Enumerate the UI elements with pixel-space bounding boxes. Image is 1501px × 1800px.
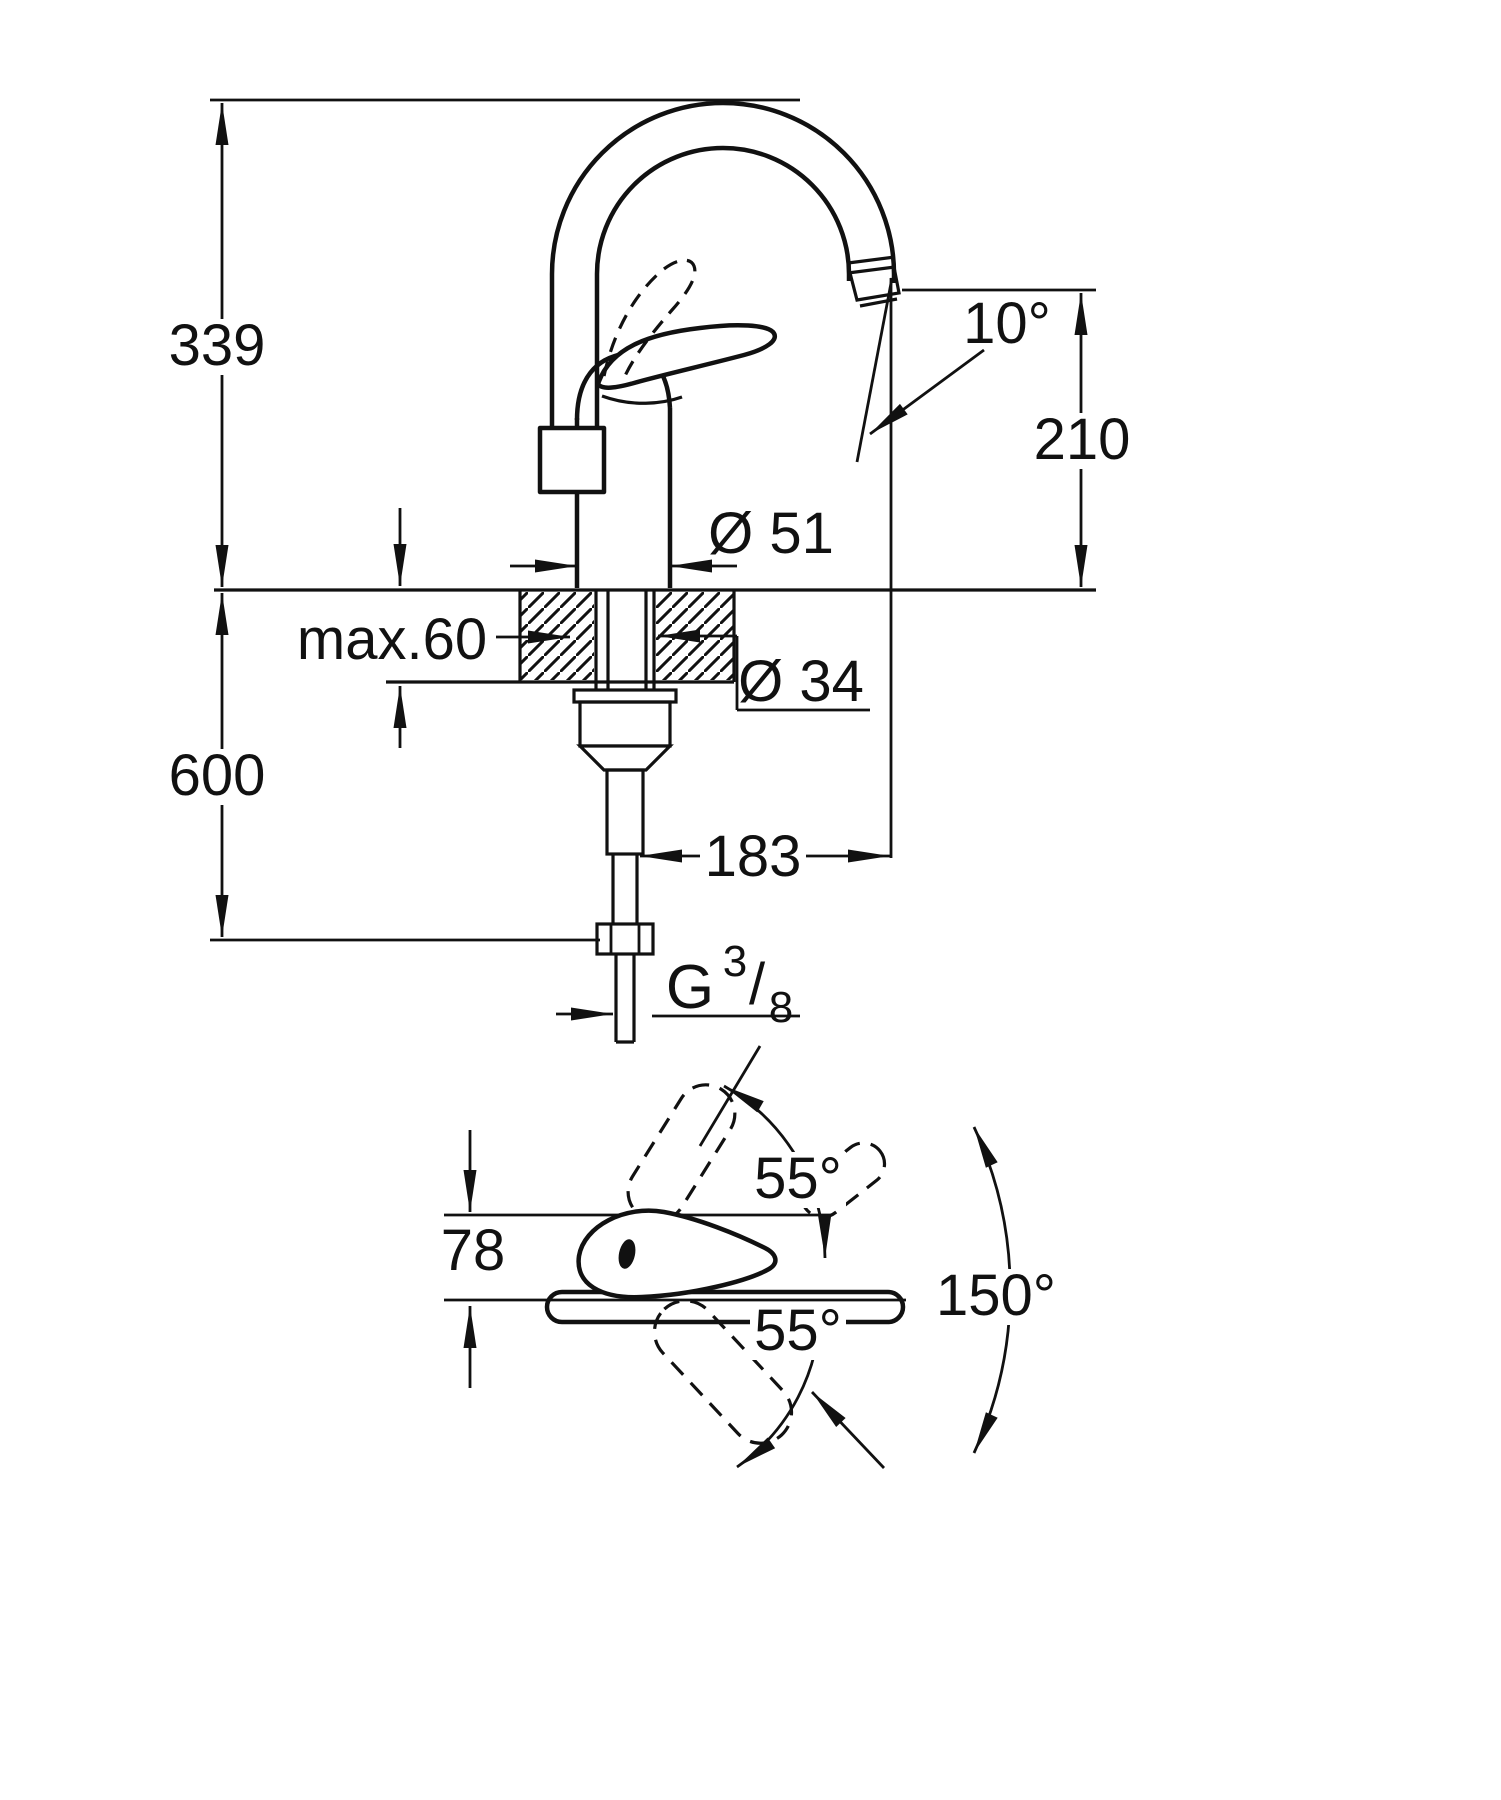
label-bg: [922, 1269, 1070, 1325]
spout-inner: [594, 145, 852, 430]
mounting-nut-taper: [576, 744, 674, 772]
axis-extension-up: [698, 1045, 762, 1147]
handle-phantom-up-large: [626, 1083, 737, 1223]
handle-top-view: [576, 1208, 778, 1300]
dim-handle-width-label: 78: [441, 1218, 506, 1283]
spout-top-view: [544, 1289, 906, 1325]
label-bg: [167, 319, 267, 375]
dim-spout-height-label: 210: [1034, 407, 1131, 472]
thread-denominator: 8: [769, 983, 793, 1032]
ten-degree-line: [855, 277, 894, 463]
dim-body-diameter-label: Ø 51: [708, 501, 834, 566]
top-view: 78 55° 55° 150°: [441, 1045, 1070, 1469]
handle-phantom-up: [602, 258, 697, 379]
mounting-nut-knurl: [578, 700, 672, 748]
label-bg: [750, 1304, 846, 1360]
dimension-spout-tilt: 10°: [869, 291, 1051, 436]
side-view: 339 600 210 10° Ø 51: [167, 98, 1144, 1044]
hose-fitting-detail: [609, 924, 641, 954]
spout-outer: [549, 100, 897, 430]
handle-lever: [595, 323, 777, 390]
dim-spout-tilt-label: 10°: [963, 291, 1051, 356]
dimension-spout-height: 210: [902, 288, 1144, 587]
label-bg: [167, 749, 267, 805]
dim-deck-thickness-label: max.60: [297, 607, 487, 672]
dimension-handle-up: 55°: [698, 1045, 846, 1259]
dim-overall-height-label: 339: [169, 313, 266, 378]
dimension-spout-reach: 183: [640, 824, 890, 889]
label-bg: [1020, 413, 1144, 469]
mounting-flange: [572, 688, 678, 704]
dim-below-deck-label: 600: [169, 743, 266, 808]
dimension-hole-diameter: Ø 34: [658, 629, 870, 714]
dimension-below-deck: 600: [167, 593, 600, 942]
hose-tube: [611, 854, 639, 1044]
leader-lines: [735, 636, 870, 712]
dim-handle-up-label: 55°: [754, 1146, 842, 1211]
dimension-deck-thickness: max.60: [297, 508, 570, 748]
dimension-body-diameter: Ø 51: [510, 501, 834, 573]
dimension-overall-height: 339: [167, 98, 800, 587]
dimension-thread: G 3 / 8: [556, 937, 800, 1032]
dim-swivel-label: 150°: [936, 1263, 1056, 1328]
dim-handle-down-label: 55°: [754, 1298, 842, 1363]
dimension-handle-width: 78: [441, 1130, 506, 1388]
braided-hose: [605, 768, 645, 856]
dimension-handle-down: 55°: [736, 1298, 886, 1469]
handle-slot: [618, 1239, 636, 1269]
thread-g-label: G: [666, 953, 714, 1022]
leader-10deg: [869, 348, 985, 436]
dim-spout-reach-label: 183: [705, 824, 802, 889]
label-bg: [700, 830, 806, 886]
label-bg: [750, 1152, 846, 1208]
shank-tube: [594, 590, 656, 690]
axis-extension-down: [810, 1391, 886, 1469]
thread-numerator: 3: [723, 937, 747, 986]
dim-hole-diameter-label: Ø 34: [738, 649, 864, 714]
spout-union-nut: [537, 425, 607, 495]
hose-fitting-nut: [595, 922, 655, 956]
outlet-joint: [847, 255, 896, 275]
handle-seam: [601, 394, 683, 405]
thread-slash: /: [749, 952, 766, 1017]
dimension-swivel: 150°: [922, 1126, 1070, 1454]
